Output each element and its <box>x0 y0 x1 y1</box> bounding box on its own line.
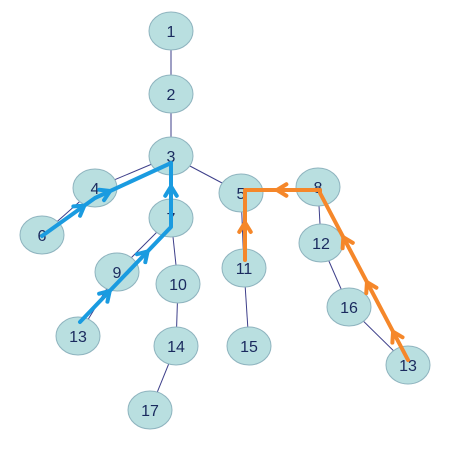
tree-node: 15 <box>226 326 272 366</box>
highlight-paths-layer <box>40 161 410 362</box>
node-circle <box>155 264 201 304</box>
node-label: 13 <box>399 358 417 375</box>
tree-node: 14 <box>153 326 199 366</box>
tree-node: 5 <box>218 173 264 213</box>
tree-node: 13 <box>55 316 101 356</box>
node-circle <box>55 316 101 356</box>
arrow-chevron-icon <box>390 329 405 345</box>
highlight-path <box>40 161 173 238</box>
tree-node: 13 <box>385 345 431 385</box>
path-line <box>40 161 173 238</box>
node-label: 16 <box>340 300 358 317</box>
tree-node: 17 <box>127 390 173 430</box>
tree-node: 9 <box>94 252 140 292</box>
node-circle <box>295 167 341 207</box>
tree-node: 4 <box>72 168 118 208</box>
node-circle <box>226 326 272 366</box>
highlight-path <box>243 182 410 362</box>
node-label: 1 <box>167 24 176 41</box>
highlight-path <box>237 190 253 262</box>
arrow-chevron-icon <box>97 288 112 304</box>
tree-node: 1 <box>148 11 194 51</box>
tree-node: 8 <box>295 167 341 207</box>
node-circle <box>148 74 194 114</box>
node-circle <box>153 326 199 366</box>
node-label: 11 <box>236 261 253 278</box>
arrow-chevron-icon <box>340 235 355 251</box>
tree-node: 3 <box>148 136 194 176</box>
node-circle <box>326 287 372 327</box>
node-label: 5 <box>237 186 246 203</box>
node-circle <box>127 390 173 430</box>
node-label: 2 <box>167 87 176 104</box>
node-label: 12 <box>312 236 330 253</box>
edges-layer <box>41 31 409 411</box>
tree-node: 16 <box>326 287 372 327</box>
arrow-chevron-icon <box>163 184 179 198</box>
node-label: 9 <box>113 265 122 282</box>
arrow-chevron-icon <box>71 203 87 218</box>
node-circle <box>218 173 264 213</box>
tree-node: 2 <box>148 74 194 114</box>
arrow-chevron-icon <box>134 249 150 265</box>
arrow-chevron-icon <box>364 280 379 296</box>
arrow-chevron-icon <box>97 187 113 203</box>
arrow-chevron-icon <box>237 220 253 234</box>
node-label: 14 <box>167 339 185 356</box>
node-label: 10 <box>169 277 187 294</box>
node-label: 3 <box>167 149 176 166</box>
tree-node: 10 <box>155 264 201 304</box>
node-label: 13 <box>69 329 87 346</box>
node-label: 4 <box>91 181 100 198</box>
path-line <box>243 188 410 362</box>
node-label: 17 <box>141 403 159 420</box>
tree-node: 11 <box>221 248 267 288</box>
node-label: 15 <box>240 339 258 356</box>
tree-node: 12 <box>298 223 344 263</box>
node-circle <box>94 252 140 292</box>
highlight-path <box>78 161 179 324</box>
node-circle <box>385 345 431 385</box>
arrow-chevron-icon <box>275 182 289 198</box>
node-circle <box>148 11 194 51</box>
